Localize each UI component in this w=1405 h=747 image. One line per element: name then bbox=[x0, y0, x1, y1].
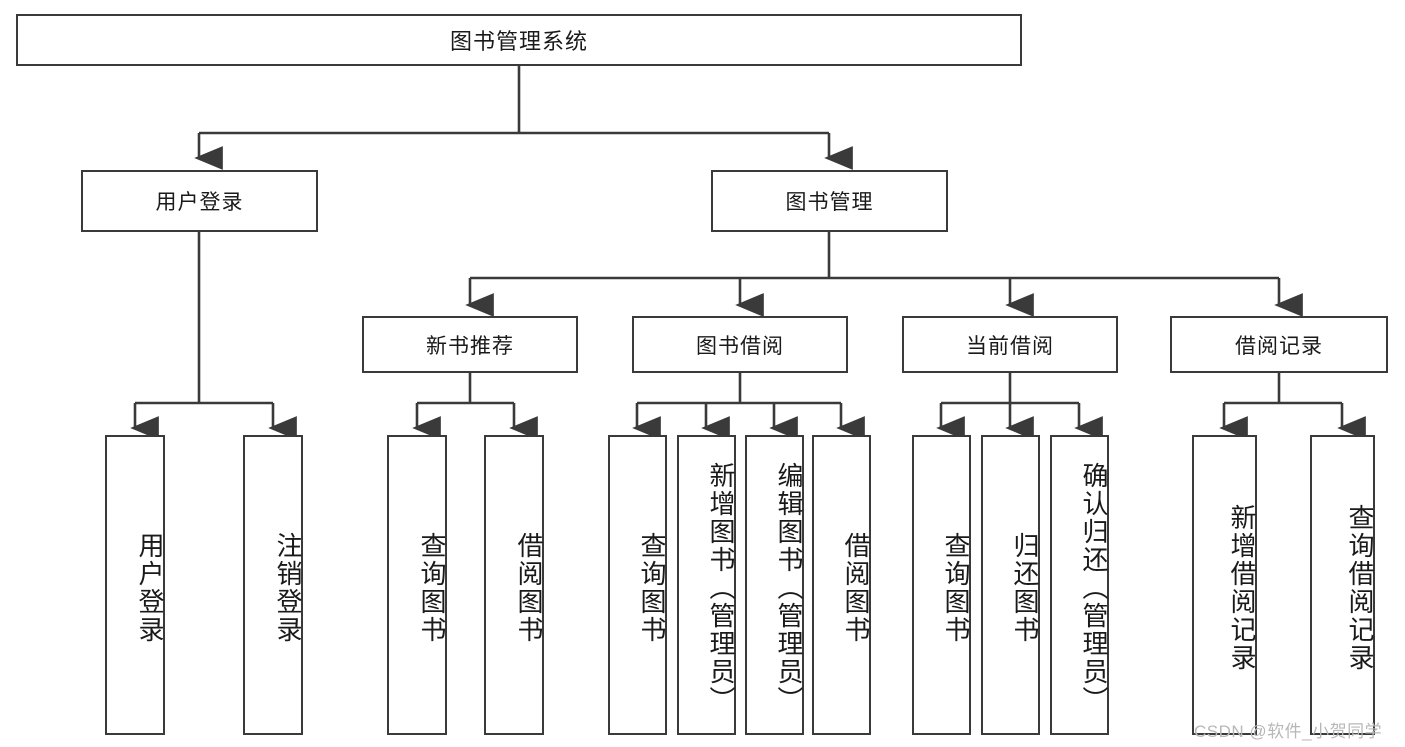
node-user-login[interactable]: 用户登录 bbox=[81, 170, 318, 232]
node-root-system[interactable]: 图书管理系统 bbox=[16, 14, 1022, 66]
leaf-book-borrow-add[interactable]: 新增图书（管理员） bbox=[677, 435, 736, 735]
node-borrow-record[interactable]: 借阅记录 bbox=[1170, 316, 1388, 373]
node-label: 用户登录 bbox=[135, 532, 165, 644]
node-new-book-recommend[interactable]: 新书推荐 bbox=[362, 316, 578, 373]
csdn-watermark: CSDN @软件_小贺同学 bbox=[1194, 722, 1383, 741]
node-label: 用户登录 bbox=[155, 191, 244, 214]
leaf-current-borrow-query[interactable]: 查询图书 bbox=[912, 435, 971, 735]
node-label: 图书管理 bbox=[785, 191, 874, 214]
leaf-book-borrow-edit[interactable]: 编辑图书（管理员） bbox=[745, 435, 804, 735]
leaf-new-book-borrow[interactable]: 借阅图书 bbox=[484, 435, 544, 735]
leaf-current-borrow-return[interactable]: 归还图书 bbox=[981, 435, 1040, 735]
node-label: 确认归还（管理员） bbox=[1079, 462, 1109, 714]
node-label: 归还图书 bbox=[1010, 532, 1040, 644]
node-current-borrow[interactable]: 当前借阅 bbox=[902, 316, 1118, 373]
node-label: 查询图书 bbox=[637, 532, 667, 644]
node-label: 注销登录 bbox=[273, 532, 303, 644]
node-label: 借阅图书 bbox=[841, 532, 871, 644]
node-label: 新增图书（管理员） bbox=[706, 462, 736, 714]
node-label: 查询图书 bbox=[941, 532, 971, 644]
leaf-borrow-record-add[interactable]: 新增借阅记录 bbox=[1192, 435, 1257, 735]
node-label: 查询图书 bbox=[417, 532, 447, 644]
node-book-borrow[interactable]: 图书借阅 bbox=[632, 316, 848, 373]
node-label: 查询借阅记录 bbox=[1345, 504, 1375, 672]
node-book-management[interactable]: 图书管理 bbox=[711, 170, 948, 232]
leaf-book-borrow-borrow[interactable]: 借阅图书 bbox=[812, 435, 871, 735]
node-label: 图书管理系统 bbox=[449, 29, 588, 54]
leaf-user-login-signout[interactable]: 注销登录 bbox=[243, 435, 303, 735]
node-label: 借阅记录 bbox=[1235, 334, 1323, 358]
node-label: 新增借阅记录 bbox=[1227, 504, 1257, 672]
leaf-user-login-signin[interactable]: 用户登录 bbox=[105, 435, 165, 735]
leaf-borrow-record-query[interactable]: 查询借阅记录 bbox=[1310, 435, 1375, 735]
node-label: 新书推荐 bbox=[426, 334, 514, 358]
leaf-book-borrow-query[interactable]: 查询图书 bbox=[608, 435, 667, 735]
leaf-current-borrow-confirm-return[interactable]: 确认归还（管理员） bbox=[1050, 435, 1109, 735]
node-label: 图书借阅 bbox=[696, 334, 784, 358]
node-label: 借阅图书 bbox=[514, 532, 544, 644]
node-label: 编辑图书（管理员） bbox=[774, 462, 804, 714]
leaf-new-book-query[interactable]: 查询图书 bbox=[387, 435, 447, 735]
node-label: 当前借阅 bbox=[966, 334, 1054, 358]
